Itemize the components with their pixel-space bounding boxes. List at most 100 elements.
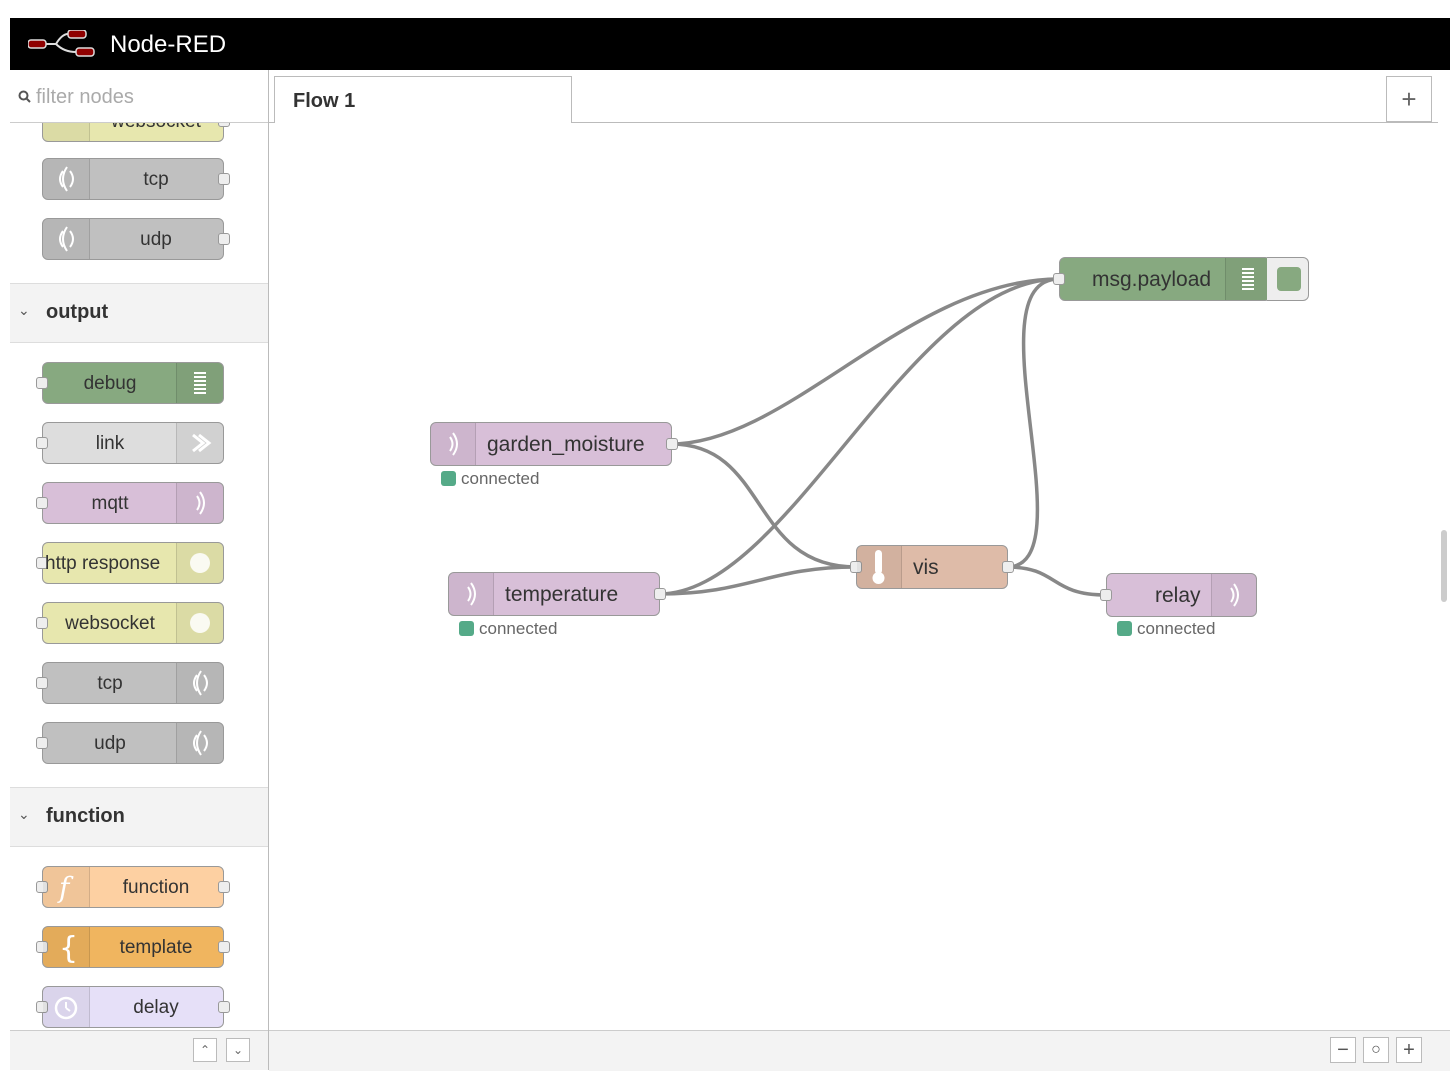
palette-node-debug[interactable]: debug — [36, 362, 224, 404]
globe-icon — [176, 543, 223, 583]
wire-vis-to-relay — [1006, 565, 1107, 597]
palette-search-bar[interactable]: filter nodes — [10, 70, 268, 123]
palette-node-tcp-out[interactable]: tcp — [36, 662, 224, 704]
palette-node-mqtt-out[interactable]: mqtt — [36, 482, 224, 524]
palette-node-function[interactable]: f function — [36, 866, 230, 908]
palette-footer: ⌃ ⌄ — [10, 1030, 268, 1070]
chevron-down-icon: ⌄ — [18, 302, 30, 318]
flow-node-msg-payload[interactable]: msg.payload — [1053, 257, 1271, 301]
input-port[interactable] — [36, 941, 48, 953]
search-icon — [18, 90, 32, 109]
palette-node-tcp-in[interactable]: tcp — [42, 158, 230, 200]
palette-node-delay[interactable]: delay — [36, 986, 230, 1028]
thermometer-icon — [857, 546, 902, 588]
status-relay: connected — [1117, 619, 1215, 639]
status-dot-icon — [441, 471, 456, 486]
node-red-logo-icon — [27, 29, 100, 63]
status-garden-moisture: connected — [441, 469, 539, 489]
input-port[interactable] — [36, 1001, 48, 1013]
input-port[interactable] — [36, 497, 48, 509]
input-port[interactable] — [36, 437, 48, 449]
input-port[interactable] — [1100, 589, 1112, 601]
svg-text:{: { — [59, 931, 78, 966]
bridge-icon — [176, 723, 223, 763]
node-label: garden_moisture — [487, 433, 645, 456]
input-port[interactable] — [36, 557, 48, 569]
bridge-icon — [1211, 574, 1256, 616]
add-flow-button[interactable]: + — [1386, 76, 1432, 122]
tab-flow-1[interactable]: Flow 1 — [274, 76, 572, 123]
bridge-icon — [176, 483, 223, 523]
toggle-square-icon — [1277, 267, 1301, 291]
node-palette: filter nodes websocket tcp udp ⌄ output … — [10, 70, 269, 1070]
category-output[interactable]: ⌄ output — [10, 283, 268, 343]
collapse-all-icon[interactable]: ⌃ — [193, 1038, 217, 1062]
link-out-icon — [176, 423, 223, 463]
expand-all-icon[interactable]: ⌄ — [226, 1038, 250, 1062]
input-port[interactable] — [36, 737, 48, 749]
palette-node-link-out[interactable]: link — [36, 422, 224, 464]
output-port[interactable] — [218, 941, 230, 953]
bridge-icon — [449, 573, 494, 615]
input-port[interactable] — [850, 561, 862, 573]
chevron-down-icon: ⌄ — [18, 806, 30, 822]
wire-garden-to-vis — [670, 442, 857, 569]
svg-text:f: f — [57, 871, 74, 904]
zoom-out-icon[interactable]: − — [1330, 1037, 1356, 1063]
flow-node-vis[interactable]: vis — [850, 545, 1014, 589]
header-bar: Node-RED — [10, 18, 1450, 70]
palette-node-udp-out[interactable]: udp — [36, 722, 224, 764]
palette-node-http-response[interactable]: http response — [36, 542, 224, 584]
bridge-icon — [431, 423, 476, 465]
node-label: vis — [913, 556, 939, 579]
output-port[interactable] — [218, 1001, 230, 1013]
output-port[interactable] — [218, 233, 230, 245]
input-port[interactable] — [36, 677, 48, 689]
search-input[interactable]: filter nodes — [36, 86, 134, 108]
zoom-reset-icon[interactable]: ○ — [1363, 1037, 1389, 1063]
workspace: Flow 1 + garden_moisture connected — [269, 70, 1450, 1071]
status-dot-icon — [1117, 621, 1132, 636]
wire-garden-to-payload — [670, 277, 1060, 446]
flow-canvas[interactable]: garden_moisture connected temperature co… — [269, 123, 1438, 1029]
wire-temp-to-vis — [658, 565, 857, 596]
node-label: temperature — [505, 583, 619, 606]
flow-node-temperature[interactable]: temperature — [448, 572, 666, 616]
template-icon: { — [43, 927, 90, 967]
bridge-icon — [176, 663, 223, 703]
palette-node-udp-in[interactable]: udp — [42, 218, 230, 260]
output-port[interactable] — [218, 881, 230, 893]
timer-icon — [43, 987, 90, 1027]
output-port[interactable] — [218, 173, 230, 185]
debug-icon — [1225, 258, 1270, 300]
bridge-icon — [43, 219, 90, 259]
zoom-in-icon[interactable]: + — [1396, 1037, 1422, 1063]
function-icon: f — [43, 867, 90, 907]
wire-temp-to-payload — [658, 277, 1060, 596]
debug-toggle-button[interactable] — [1267, 257, 1309, 301]
status-temperature: connected — [459, 619, 557, 639]
input-port[interactable] — [36, 881, 48, 893]
wires — [658, 277, 1107, 597]
plus-icon: + — [1401, 84, 1417, 114]
input-port[interactable] — [1053, 273, 1065, 285]
palette-node-template[interactable]: { template — [36, 926, 230, 968]
bridge-icon — [43, 159, 90, 199]
output-port[interactable] — [654, 588, 666, 600]
app-title: Node-RED — [110, 31, 227, 58]
output-port[interactable] — [666, 438, 678, 450]
input-port[interactable] — [36, 377, 48, 389]
flow-node-relay[interactable]: relay — [1100, 573, 1257, 617]
wire-vis-to-payload — [1006, 277, 1060, 569]
flow-node-garden-moisture[interactable]: garden_moisture — [430, 422, 678, 466]
input-port[interactable] — [36, 617, 48, 629]
category-function[interactable]: ⌄ function — [10, 787, 268, 847]
status-dot-icon — [459, 621, 474, 636]
debug-icon — [176, 363, 223, 403]
output-port[interactable] — [1002, 561, 1014, 573]
flow-tab-bar: Flow 1 + — [269, 70, 1438, 123]
node-label: relay — [1155, 584, 1201, 607]
palette-node-websocket-out[interactable]: websocket — [36, 602, 224, 644]
node-label: msg.payload — [1092, 268, 1212, 291]
vertical-scrollbar[interactable] — [1441, 530, 1447, 602]
